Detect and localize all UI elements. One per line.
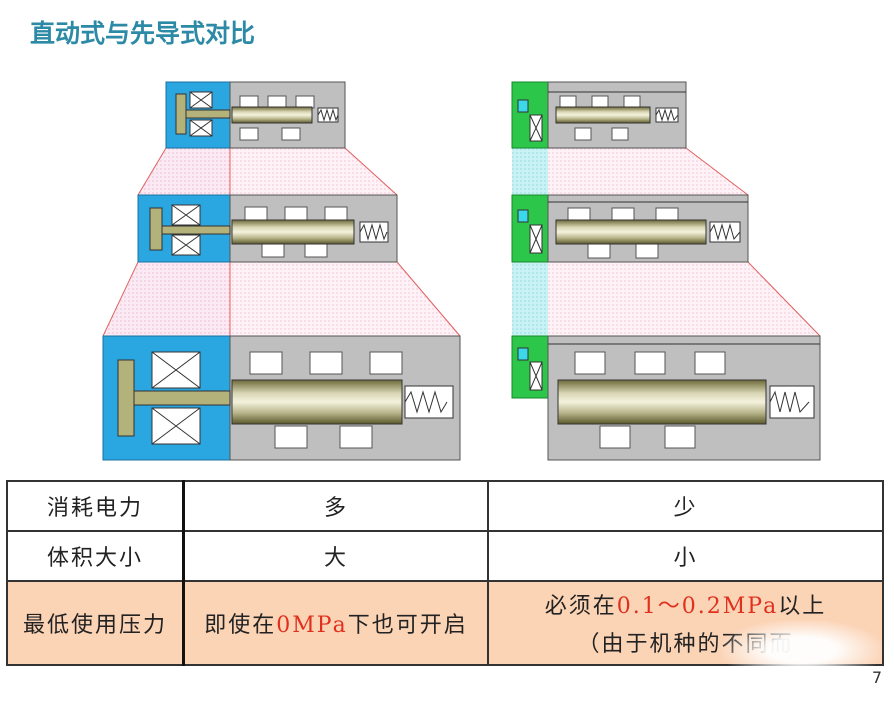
pilot-cell: 少: [487, 480, 884, 532]
page-number: 7: [871, 668, 882, 687]
direct-valve-large: [102, 335, 461, 461]
direct-valve-small: [165, 81, 346, 149]
pressure-highlight: 0.1～0.2MPa: [616, 594, 779, 619]
connector-band: [103, 262, 230, 336]
connector-band: [230, 262, 460, 336]
direct-cell: 大: [182, 530, 489, 582]
fade-overlay: [722, 620, 882, 680]
cell-text: 必须在: [544, 594, 617, 619]
connector-band: [548, 262, 820, 336]
connector-band: [138, 148, 230, 195]
direct-valve-medium: [137, 194, 398, 263]
cell-text: 以上: [778, 594, 827, 619]
direct-cell: 多: [182, 480, 489, 532]
page-title: 直动式与先导式对比: [30, 19, 256, 48]
connector-band: [548, 148, 748, 195]
pilot-cell: 小: [487, 530, 884, 582]
pressure-highlight: 0MPa: [276, 613, 348, 638]
pilot-operated-group: [511, 81, 821, 461]
pilot-valve-small: [511, 81, 687, 149]
comparison-table: 消耗电力 多 少 体积大小 大 小 最低使用压力 即使在0MPa下也可开启 必须…: [6, 480, 884, 666]
cell-text: 下也可开启: [347, 613, 468, 638]
pilot-valve-large: [511, 335, 821, 461]
direct-acting-group: [102, 81, 461, 461]
table-row: 体积大小 大 小: [6, 530, 884, 582]
row-label: 体积大小: [6, 530, 185, 582]
pilot-valve-medium: [511, 194, 749, 263]
cell-text: 即使在: [204, 613, 277, 638]
connector-band: [230, 148, 397, 195]
row-label: 消耗电力: [6, 480, 185, 532]
table-row: 最低使用压力 即使在0MPa下也可开启 必须在0.1～0.2MPa以上 （由于机…: [6, 580, 884, 666]
row-label: 最低使用压力: [6, 580, 185, 666]
table-row: 消耗电力 多 少: [6, 480, 884, 532]
valve-comparison-diagram: [102, 81, 821, 461]
direct-cell: 即使在0MPa下也可开启: [182, 580, 489, 666]
